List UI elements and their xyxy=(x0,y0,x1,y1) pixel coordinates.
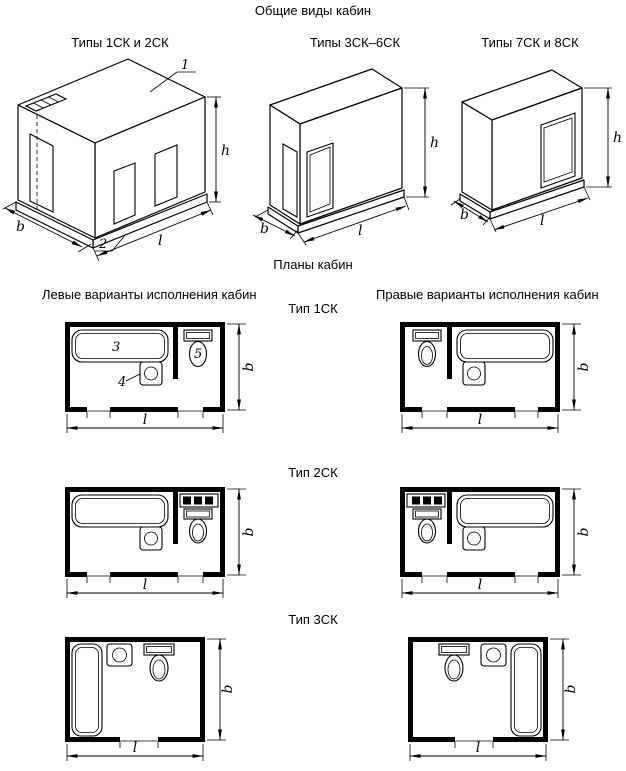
dim-b-label: b xyxy=(563,684,579,693)
dim-l-label: l xyxy=(133,740,137,756)
iso-label-7sk-8sk: Типы 7СК и 8СК xyxy=(481,35,579,50)
callout-washbasin: 4 xyxy=(117,373,141,390)
bathtub xyxy=(71,329,169,363)
dim-b-label: b xyxy=(260,221,269,237)
washbasin xyxy=(462,526,486,551)
dimension-l: l xyxy=(401,412,559,433)
dimension-b: b xyxy=(2,201,92,253)
dim-b-label: b xyxy=(241,527,257,536)
dimension-b: b xyxy=(227,323,257,411)
dim-l-label: l xyxy=(143,577,147,593)
dimension-l: l xyxy=(401,577,559,598)
toilet xyxy=(412,508,442,544)
dimension-l: l xyxy=(92,201,214,262)
bathtub xyxy=(71,494,169,528)
callout-roof-hatch: 1 xyxy=(181,58,189,73)
dimension-b: b xyxy=(550,638,579,741)
cabin-body xyxy=(269,68,403,225)
iso-view-1sk-2sk: 1 2 h b l xyxy=(2,58,230,262)
plan-2sk-left: b l xyxy=(65,487,257,598)
callout-1: 1 xyxy=(149,58,196,93)
toilet xyxy=(183,508,213,544)
walls xyxy=(400,322,560,418)
bathtub xyxy=(456,329,554,363)
dim-l-label: l xyxy=(540,213,544,229)
vent-block xyxy=(406,493,446,508)
dimension-l: l xyxy=(66,577,224,598)
toilet xyxy=(143,643,175,682)
dim-b-label: b xyxy=(16,219,25,235)
plan-1sk-left: 3 4 5 b l xyxy=(65,322,257,433)
dimension-l: l xyxy=(66,412,224,433)
dimension-b: b xyxy=(227,488,257,576)
walls xyxy=(65,487,225,583)
dim-l-label: l xyxy=(143,412,147,428)
dimension-h: h xyxy=(584,87,622,188)
vent-block xyxy=(179,493,219,508)
plans-title: Планы кабин xyxy=(273,257,353,272)
door-openings xyxy=(540,112,576,189)
bathtub xyxy=(510,643,542,737)
dimension-h: h xyxy=(404,87,439,198)
bathtub xyxy=(456,494,554,528)
plan-3sk-right: b l xyxy=(408,637,579,761)
walls xyxy=(400,487,560,583)
dim-h-label: h xyxy=(430,135,439,151)
walls xyxy=(408,637,548,748)
callout-toilet: 5 xyxy=(194,347,202,362)
dim-l-label: l xyxy=(358,223,362,239)
dim-h-label: h xyxy=(613,130,622,146)
dimension-l: l xyxy=(489,186,591,233)
dimension-b: b xyxy=(252,209,299,240)
plan-3sk-left: b l xyxy=(65,637,236,761)
dim-h-label: h xyxy=(221,143,230,159)
washbasin xyxy=(480,643,507,667)
washbasin xyxy=(139,361,163,386)
washbasin xyxy=(462,361,486,386)
plan-2sk-right: b l xyxy=(400,487,592,598)
dim-b-label: b xyxy=(576,362,592,371)
dim-l-label: l xyxy=(478,577,482,593)
dimension-l: l xyxy=(66,740,204,761)
type-label-2sk: Тип 2СК xyxy=(288,465,338,480)
type-label-1sk: Тип 1СК xyxy=(288,301,338,316)
callout-base: 2 xyxy=(98,237,107,252)
dim-b-label: b xyxy=(220,684,236,693)
svg-text:4: 4 xyxy=(117,375,126,390)
bathtub xyxy=(71,643,103,737)
dim-l-label: l xyxy=(478,412,482,428)
dim-l-label: l xyxy=(158,233,162,249)
iso-label-1sk-2sk: Типы 1СК и 2СК xyxy=(71,35,169,50)
dimension-b: b xyxy=(450,198,491,226)
dimension-b: b xyxy=(562,488,592,576)
dimension-b: b xyxy=(207,638,236,741)
iso-view-3sk-6sk: h b l xyxy=(252,68,439,246)
dim-l-label: l xyxy=(476,740,480,756)
roof-vent-panel xyxy=(24,93,68,112)
right-column-title: Правые варианты исполнения кабин xyxy=(376,287,599,302)
callout-bath: 3 xyxy=(112,340,120,355)
toilet xyxy=(412,329,442,368)
dim-b-label: b xyxy=(460,207,469,223)
dimension-h: h xyxy=(207,96,230,203)
walls xyxy=(65,322,225,418)
washbasin xyxy=(139,526,163,551)
dim-b-label: b xyxy=(241,362,257,371)
walls xyxy=(65,637,205,748)
dimension-l: l xyxy=(409,740,547,761)
iso-label-3sk-6sk: Типы 3СК–6СК xyxy=(309,35,401,50)
toilet xyxy=(438,643,470,682)
plan-1sk-right: b l xyxy=(400,322,592,433)
iso-view-7sk-8sk: h b l xyxy=(450,69,622,233)
dim-b-label: b xyxy=(576,527,592,536)
washbasin xyxy=(106,643,133,667)
dimension-b: b xyxy=(562,323,592,411)
dimension-l: l xyxy=(297,196,410,246)
page-title: Общие виды кабин xyxy=(254,3,372,18)
toilet xyxy=(183,329,213,368)
left-column-title: Левые варианты исполнения кабин xyxy=(42,287,257,302)
type-label-3sk: Тип 3СК xyxy=(288,612,338,627)
